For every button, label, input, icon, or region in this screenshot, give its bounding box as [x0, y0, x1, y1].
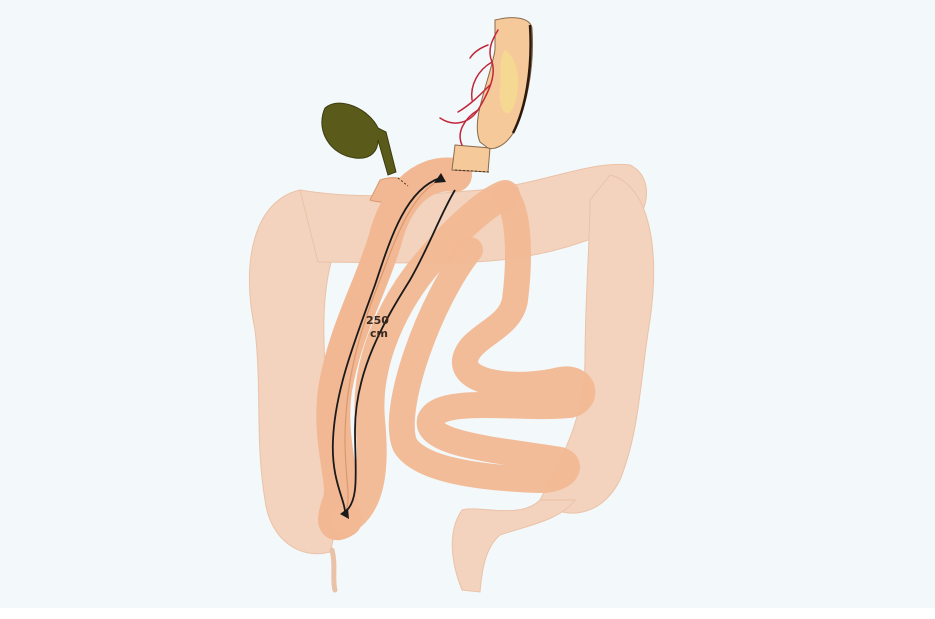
length-label: 250 cm: [366, 314, 389, 340]
gallbladder: [322, 103, 396, 175]
gastric-pouch: [452, 145, 490, 172]
bottom-band: [0, 608, 935, 619]
sigmoid-rectum: [452, 500, 575, 592]
length-unit: cm: [370, 327, 388, 340]
length-value: 250: [366, 314, 389, 327]
appendix: [332, 550, 335, 590]
